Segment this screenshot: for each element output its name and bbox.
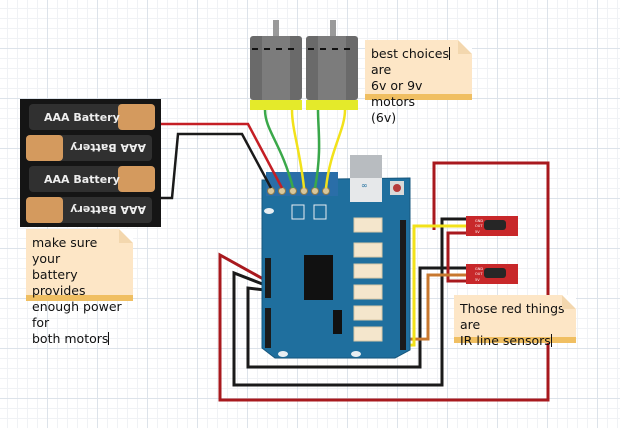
motor-2[interactable] bbox=[306, 20, 358, 110]
ir-sensor-1[interactable]: GND OUT 5V bbox=[466, 216, 518, 236]
note-line: make sure your bbox=[32, 235, 98, 266]
battery-cell-1 bbox=[29, 104, 155, 130]
sensor-pin-label: 5V bbox=[475, 278, 480, 282]
battery-cell-label: AAA Battery bbox=[70, 141, 146, 154]
battery-cell-3 bbox=[29, 166, 155, 192]
note-line-with-caret: both motors bbox=[32, 331, 127, 347]
battery-pack[interactable]: AAA Battery AAA Battery AAA Battery AAA … bbox=[20, 99, 161, 227]
note-battery[interactable]: make sure your battery provides enough p… bbox=[26, 229, 133, 346]
wire-red-sensor-feed[interactable] bbox=[446, 231, 466, 283]
wire-yellow-motor2[interactable] bbox=[324, 109, 347, 189]
battery-cell-label: AAA Battery bbox=[70, 203, 146, 216]
note-line-with-caret: IR line sensors bbox=[460, 333, 570, 349]
arduino-board[interactable]: ∞ bbox=[261, 155, 411, 359]
sensor-pin-label: 5V bbox=[475, 230, 480, 234]
motor-1[interactable] bbox=[250, 20, 302, 110]
text-caret bbox=[550, 334, 552, 347]
svg-text:∞: ∞ bbox=[361, 181, 368, 190]
wire-yellow-motor1[interactable] bbox=[290, 109, 306, 189]
sensor-pin-label: OUT bbox=[475, 272, 483, 276]
text-caret bbox=[449, 47, 451, 60]
battery-cell-label: AAA Battery bbox=[44, 173, 120, 186]
sensor-pin-label: GND bbox=[475, 219, 483, 223]
sensor-pin-label: OUT bbox=[475, 224, 483, 228]
note-fold-icon bbox=[119, 229, 133, 243]
note-line: battery provides bbox=[32, 267, 86, 298]
wire-red-battery[interactable] bbox=[160, 122, 284, 189]
sensor-pin-label: GND bbox=[475, 267, 483, 271]
note-fold-icon bbox=[562, 295, 576, 309]
wire-black-sensor-gnd[interactable] bbox=[232, 217, 466, 387]
wire-black-battery[interactable] bbox=[160, 132, 273, 200]
note-line: both motors bbox=[32, 331, 109, 346]
battery-cell-4 bbox=[26, 197, 152, 223]
wire-green-motor2[interactable] bbox=[313, 109, 321, 189]
note-motors[interactable]: best choicesare 6v or 9v motors (6v) bbox=[365, 40, 472, 125]
note-line-with-caret: best choicesare bbox=[371, 46, 466, 78]
battery-cell-2 bbox=[26, 135, 152, 161]
note-line: best choices bbox=[371, 46, 450, 61]
note-line: IR line sensors bbox=[460, 333, 551, 348]
ir-sensor-2[interactable]: GND OUT 5V bbox=[466, 264, 518, 284]
note-fold-icon bbox=[458, 40, 472, 54]
battery-cell-label: AAA Battery bbox=[44, 111, 120, 124]
note-line: enough power for bbox=[32, 299, 122, 330]
wire-green-motor1[interactable] bbox=[263, 109, 295, 189]
note-line: Those red things are bbox=[460, 301, 565, 332]
text-caret bbox=[108, 332, 110, 345]
note-line: are bbox=[371, 62, 392, 77]
note-line: 6v or 9v motors bbox=[371, 78, 423, 109]
note-sensors[interactable]: Those red things are IR line sensors bbox=[454, 295, 576, 348]
note-line: (6v) bbox=[371, 110, 397, 125]
wire-red-sensor-loop[interactable] bbox=[218, 161, 550, 402]
